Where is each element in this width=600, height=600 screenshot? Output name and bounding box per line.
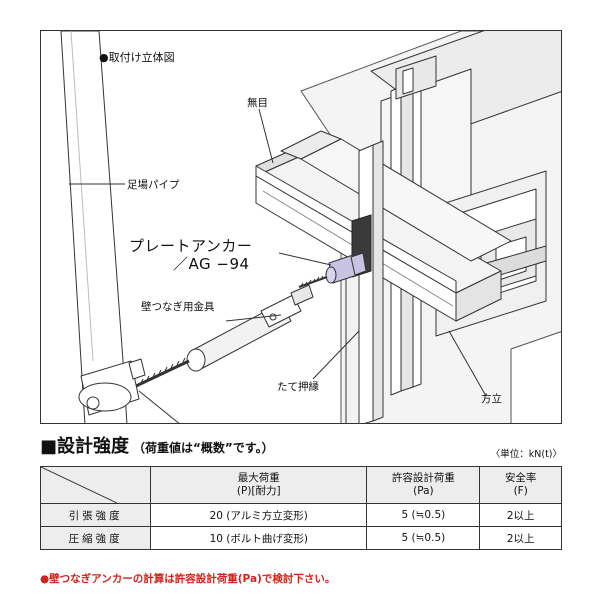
cell-allowable-load: 5 (≒0.5) <box>366 526 481 550</box>
table-row: 圧縮強度 10 (ボルト曲げ変形) 5 (≒0.5) 2以上 <box>39 526 562 550</box>
design-strength-heading: ■設計強度（荷重値は“概数”です。） <box>40 432 274 458</box>
row-label: 圧縮強度 <box>39 526 152 550</box>
design-strength-table: 最大荷重(P)[耐力] 許容設計荷重(Pa) 安全率(F) 引張強度 20 (ア… <box>39 466 562 550</box>
diagonal-line <box>41 467 117 503</box>
installation-diagram: ●取付け立体図 無目 足場パイプ プレートアンカー ／AG −94 壁つなぎ用金… <box>40 30 562 424</box>
corner-cell <box>39 466 152 504</box>
cell-allowable-load: 5 (≒0.5) <box>366 503 481 527</box>
heading-main: ■設計強度 <box>40 436 130 457</box>
col-max-load: 最大荷重(P)[耐力] <box>150 466 368 504</box>
cell-max-load: 20 (アルミ方立変形) <box>150 503 368 527</box>
label-mumoku: 無目 <box>247 97 268 109</box>
label-wall-tie-fitting: 壁つなぎ用金具 <box>141 301 215 313</box>
table-row: 引張強度 20 (アルミ方立変形) 5 (≒0.5) 2以上 <box>39 503 562 527</box>
table-header-row: 最大荷重(P)[耐力] 許容設計荷重(Pa) 安全率(F) <box>39 466 562 504</box>
label-anchor-model: ／AG −94 <box>173 255 250 273</box>
calculation-note: ●壁つなぎアンカーの計算は許容設計荷重(Pa)で検討下さい。 <box>40 573 336 585</box>
cell-safety-factor: 2以上 <box>479 526 562 550</box>
col-safety-factor: 安全率(F) <box>479 466 562 504</box>
row-label: 引張強度 <box>39 503 152 527</box>
label-plate-anchor: プレートアンカー <box>129 237 253 255</box>
label-tate-oshibuchi: たて押縁 <box>277 381 319 393</box>
label-scaffold-pipe: 足場パイプ <box>127 179 180 191</box>
heading-sub: （荷重値は“概数”です。） <box>133 441 274 455</box>
unit-label: 〈単位：kN(t)〉 <box>490 449 562 460</box>
installation-illustration <box>60 31 561 423</box>
label-hodate: 方立 <box>481 393 502 405</box>
cell-safety-factor: 2以上 <box>479 503 562 527</box>
diagram-title: ●取付け立体図 <box>99 51 175 64</box>
cell-max-load: 10 (ボルト曲げ変形) <box>150 526 368 550</box>
col-allowable-load: 許容設計荷重(Pa) <box>366 466 481 504</box>
